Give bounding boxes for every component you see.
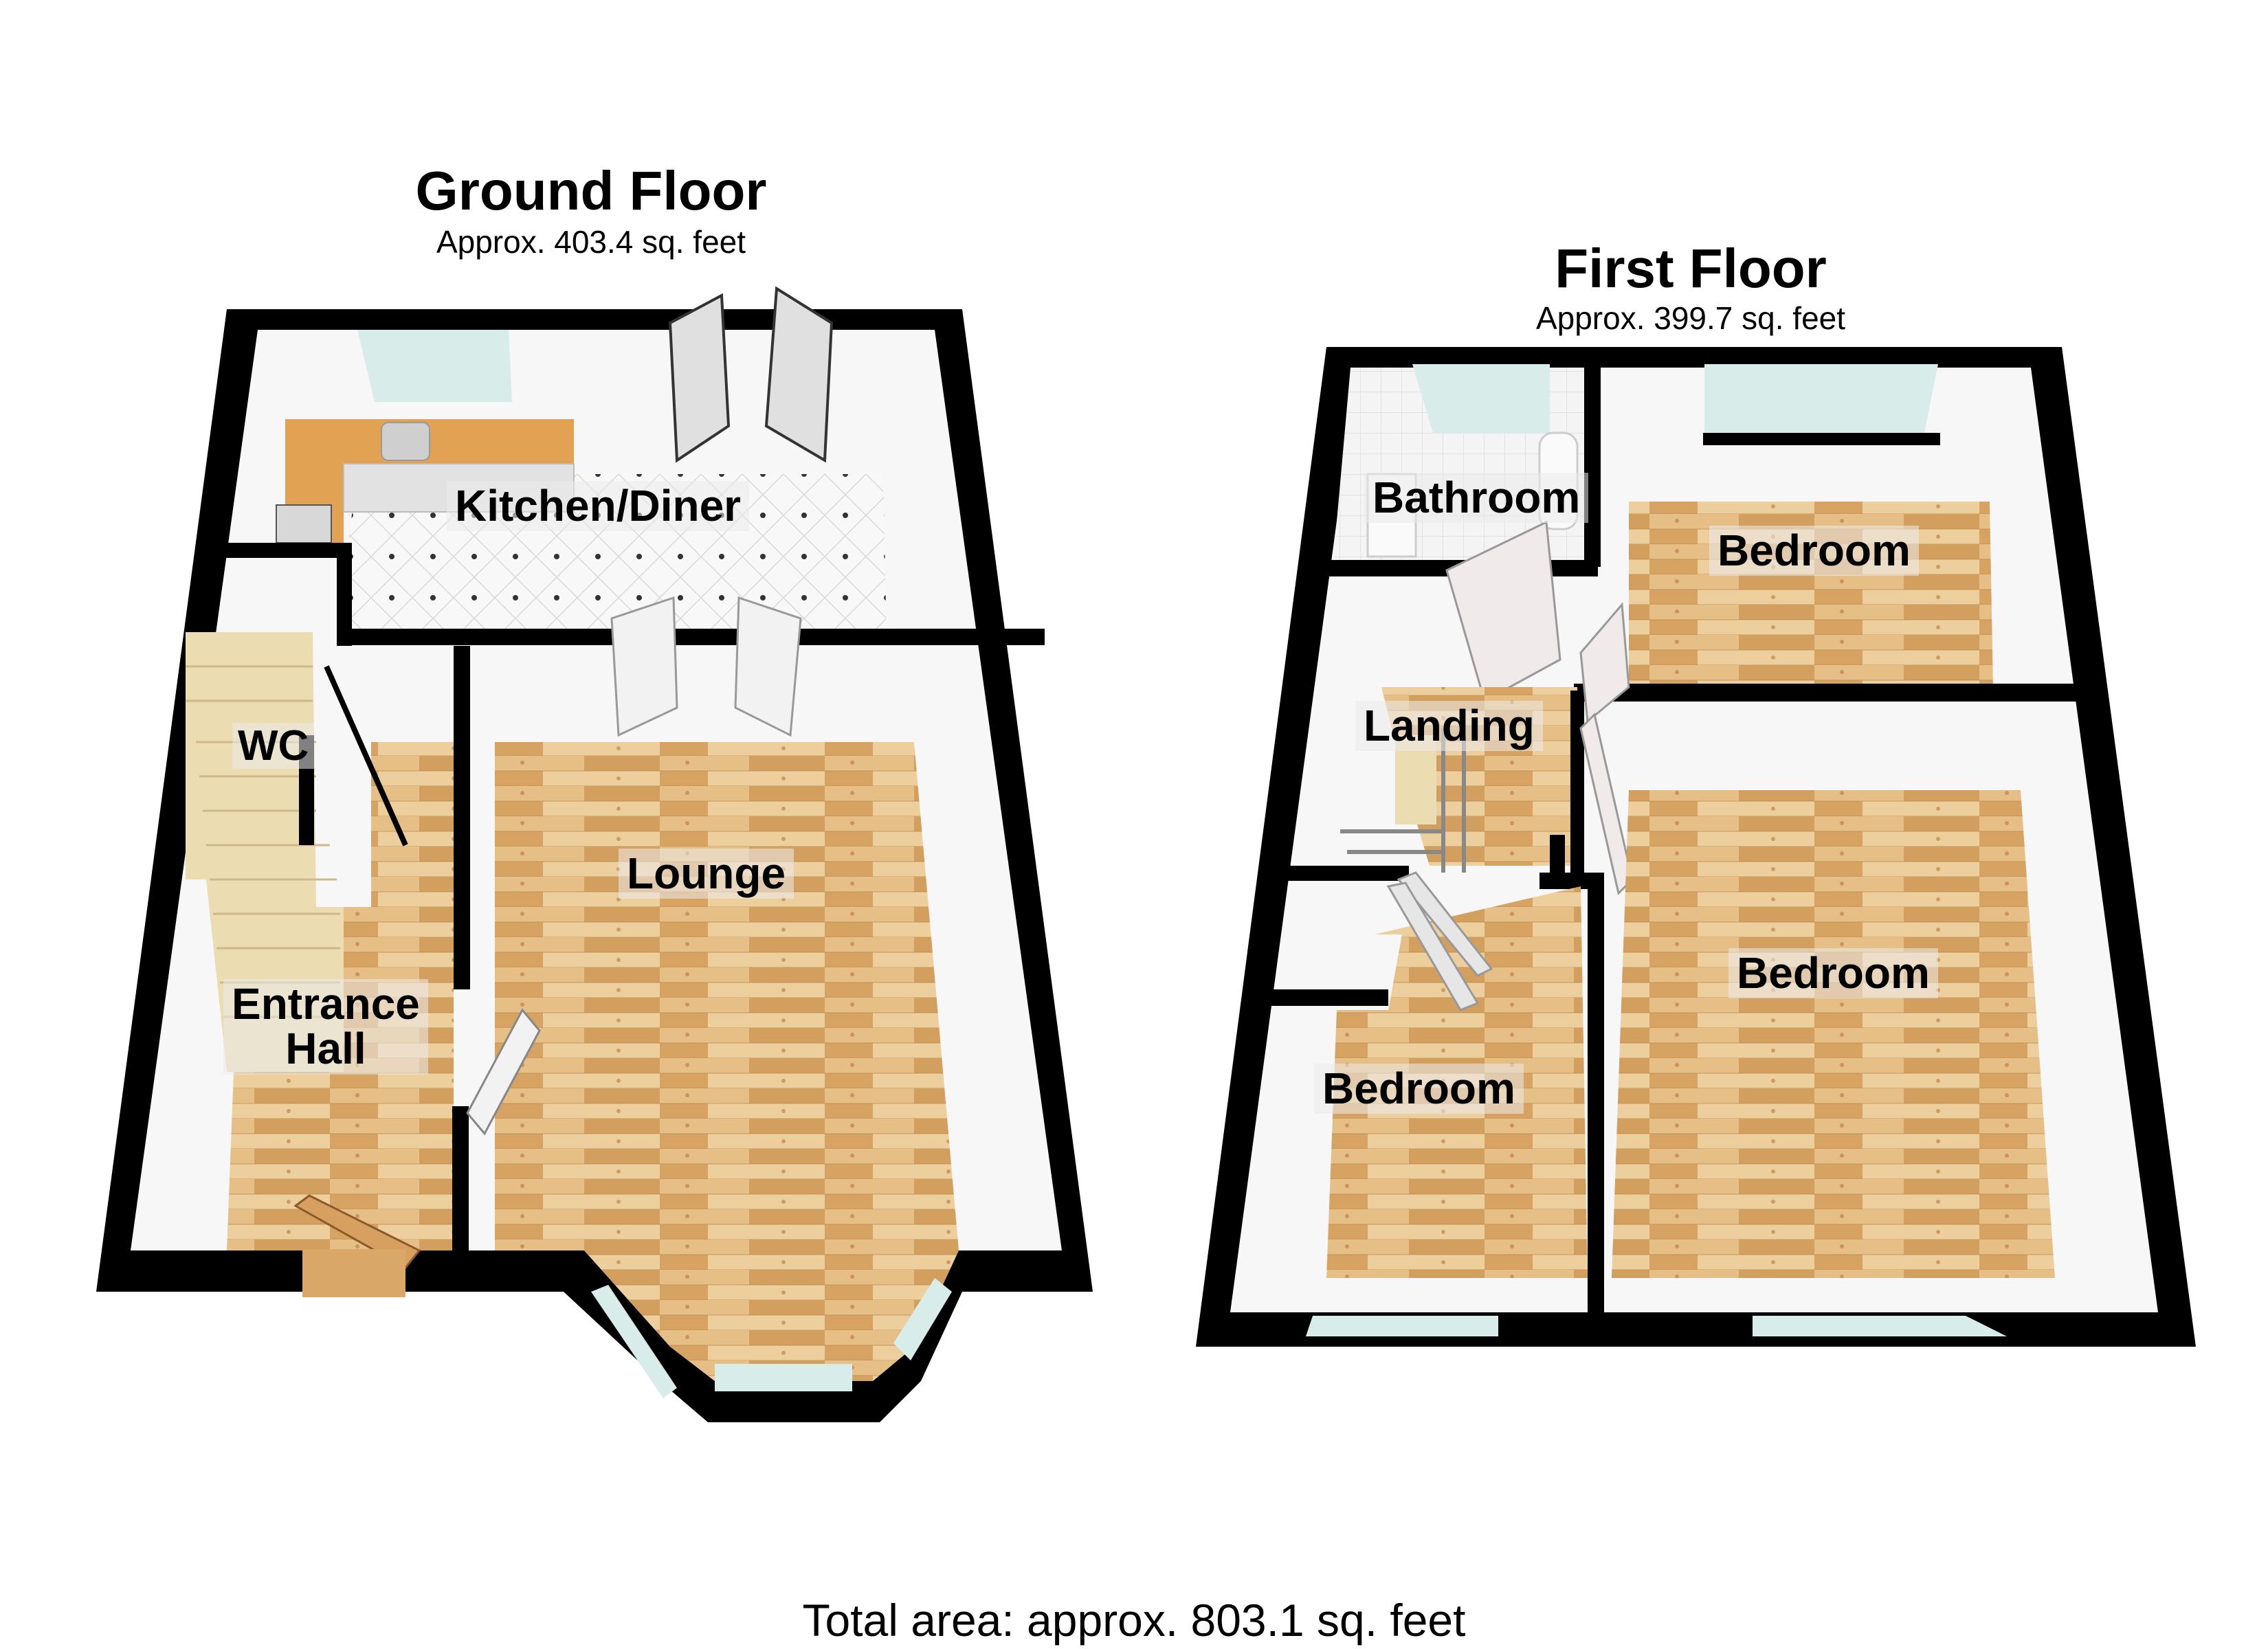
patio-doors — [668, 286, 834, 463]
room-label-rear-bedroom: Bedroom — [1709, 526, 1919, 576]
room-label-lounge: Lounge — [619, 849, 794, 899]
bathroom-door — [1445, 520, 1561, 703]
bay-window-right — [893, 1278, 952, 1360]
room-label-landing: Landing — [1355, 701, 1543, 752]
hall-floor — [227, 742, 454, 1250]
room-label-main-bedroom: Bedroom — [1728, 948, 1938, 999]
ground-floor-plan — [96, 286, 1093, 1422]
stair-banister — [1340, 728, 1466, 873]
total-area: Total area: approx. 803.1 sq. feet — [802, 1595, 1466, 1646]
bay-window-center — [715, 1364, 852, 1391]
rear-bedroom-window — [1704, 364, 1938, 433]
first-floor-plan — [1196, 347, 2196, 1347]
ground-floor-area: Approx. 403.4 sq. feet — [436, 224, 746, 260]
kitchen-sink — [381, 422, 430, 461]
room-label-small-bedroom: Bedroom — [1314, 1064, 1524, 1114]
small-bedroom-window — [1306, 1316, 1498, 1336]
bathroom-window — [1412, 364, 1550, 433]
room-label-kitchen-diner: Kitchen/Diner — [447, 481, 750, 532]
room-label-entrance-hall: Entrance Hall — [223, 979, 428, 1075]
bay-window-left — [591, 1285, 677, 1398]
room-label-bathroom: Bathroom — [1364, 473, 1589, 524]
kitchen-worktop — [285, 419, 574, 543]
first-floor-title: First Floor — [1555, 238, 1827, 299]
kitchen-window — [357, 330, 512, 402]
room-label-wc: WC — [232, 723, 315, 770]
main-bedroom-window — [1753, 1316, 2007, 1336]
lounge-double-doors — [610, 596, 802, 737]
lounge-door — [466, 1008, 541, 1136]
ground-floor-title: Ground Floor — [415, 160, 767, 221]
main-bedroom-floor — [1612, 790, 2055, 1278]
wardrobe-doors — [1386, 871, 1493, 1011]
first-floor-area: Approx. 399.7 sq. feet — [1535, 300, 1846, 336]
hob — [276, 504, 332, 543]
bedroom-door-rear — [1579, 602, 1630, 723]
lounge-floor — [495, 742, 959, 1381]
